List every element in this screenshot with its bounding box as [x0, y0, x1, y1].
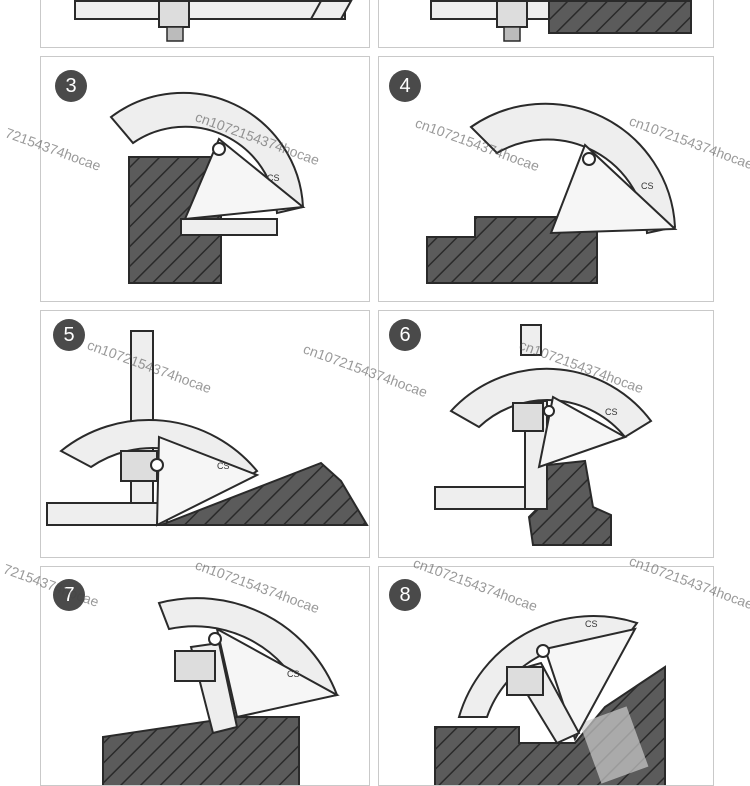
step-number-badge: 4 [389, 70, 421, 102]
step-panel-5: CS 5 [40, 310, 370, 558]
tool-brand-label: CS [267, 173, 280, 183]
step-number-badge: 6 [389, 319, 421, 351]
step-panel-7: CS 7 [40, 566, 370, 786]
step-panel-2-partial-right [378, 0, 714, 48]
step-5-illustration: CS [46, 330, 369, 527]
step-8-illustration: CS [434, 615, 666, 785]
step-panel-6: CS 6 [378, 310, 714, 558]
step-6-illustration: CS [434, 324, 653, 546]
step-7-illustration: CS [102, 597, 340, 785]
tool-brand-label: CS [605, 407, 618, 417]
step-number-badge: 8 [389, 579, 421, 611]
tool-brand-label: CS [641, 181, 654, 191]
step-panel-4: CS 4 [378, 56, 714, 302]
step-panel-2-partial-left [40, 0, 370, 48]
step-panel-3: CS 3 [40, 56, 370, 302]
step-2-left-illustration [74, 0, 353, 42]
step-panel-8: CS 8 [378, 566, 714, 786]
step-number-badge: 5 [53, 319, 85, 351]
step-4-illustration: CS [426, 102, 678, 284]
tool-brand-label: CS [217, 461, 230, 471]
step-number-badge: 3 [55, 70, 87, 102]
step-number-badge: 7 [53, 579, 85, 611]
tool-brand-label: CS [585, 619, 598, 629]
step-2-right-illustration [430, 0, 692, 42]
tool-brand-label: CS [287, 669, 300, 679]
step-3-illustration: CS [109, 91, 306, 284]
